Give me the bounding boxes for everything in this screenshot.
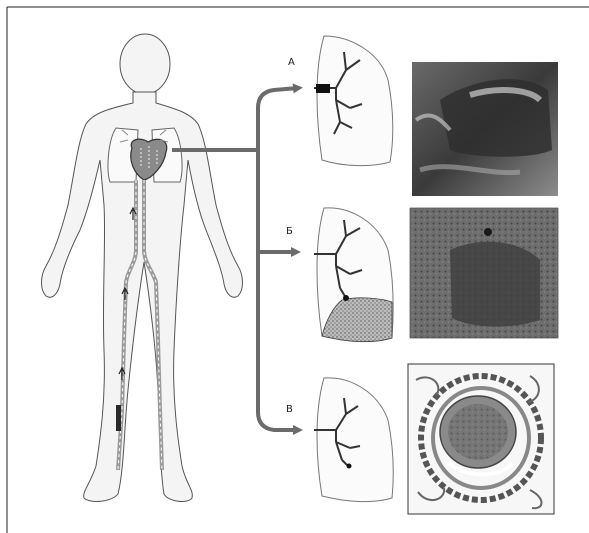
- embolus-a: [316, 84, 330, 93]
- embolus-c: [347, 464, 352, 469]
- leg-thrombus: [116, 405, 121, 431]
- body-head: [120, 34, 170, 94]
- lung-c: [314, 378, 393, 502]
- panel-letter-b: Б: [286, 227, 293, 237]
- connector-arrow-a: [258, 88, 298, 150]
- human-body: [42, 34, 243, 501]
- photo-c: [408, 364, 554, 514]
- panel-letter-a: А: [288, 58, 295, 68]
- lung-a: [314, 36, 393, 166]
- photo-a: [412, 62, 558, 196]
- photo-b: [410, 208, 558, 338]
- lung-b: [314, 208, 393, 342]
- panel-letter-c: В: [286, 405, 293, 415]
- embolus-b: [343, 295, 349, 301]
